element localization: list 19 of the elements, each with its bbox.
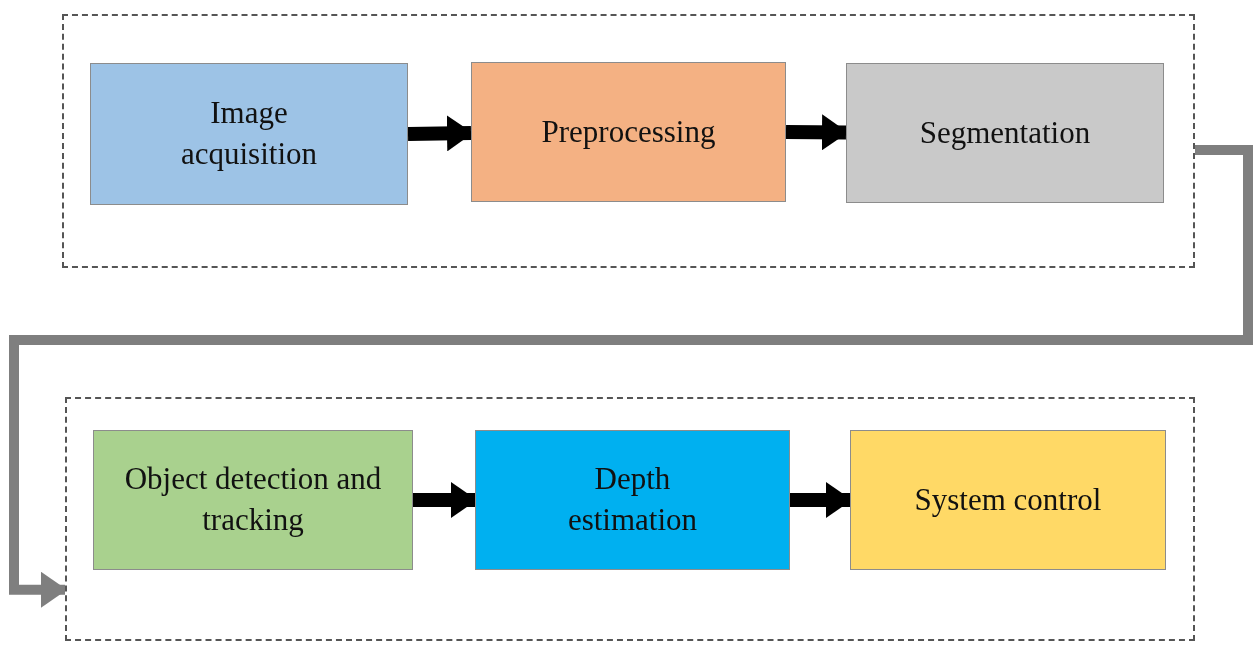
process-box: [93, 430, 413, 570]
stage-group-frame: [65, 397, 1195, 641]
process-box: [475, 430, 790, 570]
process-box: [471, 62, 786, 202]
arrow: [790, 482, 852, 518]
step-label: Image acquisition: [179, 94, 318, 173]
stage-group-frame: [62, 14, 1195, 268]
arrow: [9, 144, 1253, 608]
step-label: Object detection and tracking: [123, 460, 383, 539]
step-label: Segmentation: [919, 113, 1091, 152]
step-label: Preprocessing: [541, 112, 716, 151]
arrow: [785, 114, 848, 151]
process-box: [850, 430, 1166, 570]
step-label: System control: [914, 480, 1102, 519]
arrow: [407, 115, 473, 152]
process-box: [846, 63, 1164, 203]
arrow: [413, 482, 477, 518]
process-box: [90, 63, 408, 205]
step-label: Depth estimation: [566, 460, 699, 539]
